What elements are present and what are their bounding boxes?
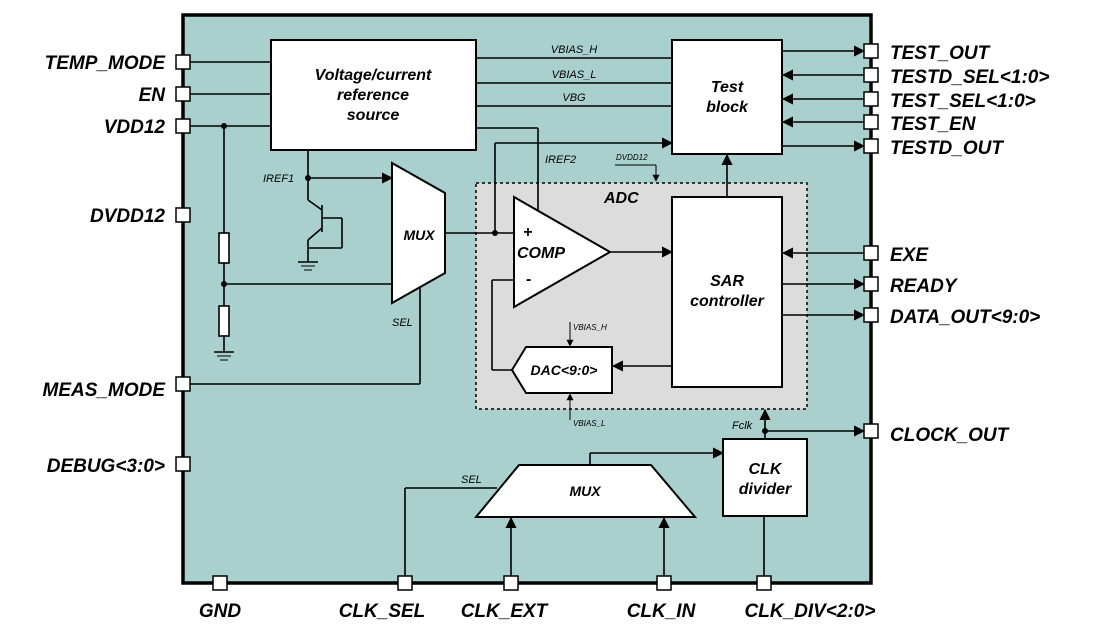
pin-gnd-label: GND	[199, 601, 242, 622]
pin-exe[interactable]: EXE	[863, 245, 929, 266]
dac-label: DAC<9:0>	[531, 362, 598, 378]
pin-dvdd12[interactable]: DVDD12	[90, 206, 191, 227]
pin-temp-mode[interactable]: TEMP_MODE	[45, 53, 191, 74]
signal-dvdd12: DVDD12	[616, 153, 648, 162]
pin-debug[interactable]: DEBUG<3:0>	[47, 456, 191, 477]
pin-clk-div[interactable]: CLK_DIV<2:0>	[745, 575, 876, 622]
pin-clk-ext-label: CLK_EXT	[461, 601, 549, 622]
pin-test-sel-label: TEST_SEL<1:0>	[890, 91, 1036, 112]
test-block-line-1: Test	[711, 79, 744, 96]
pin-clk-div-label: CLK_DIV<2:0>	[745, 601, 876, 622]
signal-vbias-l-small: VBIAS_L	[573, 419, 605, 428]
sar-line-1: SAR	[710, 273, 744, 290]
pin-clk-sel[interactable]: CLK_SEL	[339, 575, 426, 622]
pin-exe-label: EXE	[890, 245, 929, 266]
signal-vbias-h-small: VBIAS_H	[573, 323, 607, 332]
pin-test-en[interactable]: TEST_EN	[863, 114, 977, 135]
comp-plus: +	[523, 224, 532, 241]
pin-clock-out-label: CLOCK_OUT	[890, 425, 1010, 446]
pin-testd-sel[interactable]: TESTD_SEL<1:0>	[863, 67, 1049, 88]
pin-debug-label: DEBUG<3:0>	[47, 456, 165, 477]
pin-data-out-label: DATA_OUT<9:0>	[890, 307, 1040, 328]
pin-meas-mode-label: MEAS_MODE	[43, 380, 167, 401]
pin-vdd12[interactable]: VDD12	[104, 117, 191, 138]
vref-block: Voltage/current reference source	[270, 39, 477, 151]
comp-minus: -	[526, 271, 531, 288]
pin-test-sel[interactable]: TEST_SEL<1:0>	[863, 91, 1036, 112]
pin-clk-in-label: CLK_IN	[627, 601, 697, 622]
vref-line-3: source	[347, 107, 400, 124]
signal-iref1: IREF1	[263, 173, 294, 185]
mux-clk: MUX	[473, 464, 698, 518]
adc-label: ADC	[603, 190, 639, 207]
sar-controller-block: SAR controller	[671, 196, 783, 388]
comparator: + - COMP	[513, 195, 613, 309]
pin-ready[interactable]: READY	[863, 276, 959, 297]
pin-meas-mode[interactable]: MEAS_MODE	[43, 376, 191, 401]
clk-divider-line-1: CLK	[749, 461, 783, 478]
pin-dvdd12-label: DVDD12	[90, 206, 165, 227]
pin-test-out[interactable]: TEST_OUT	[863, 43, 991, 64]
pin-ready-label: READY	[890, 276, 959, 297]
pin-temp-mode-label: TEMP_MODE	[45, 53, 167, 74]
signal-iref2: IREF2	[545, 154, 576, 166]
clk-divider-block: CLK divider	[722, 438, 808, 517]
signal-vbg: VBG	[562, 92, 586, 104]
pin-testd-sel-label: TESTD_SEL<1:0>	[890, 67, 1049, 88]
pin-data-out[interactable]: DATA_OUT<9:0>	[863, 307, 1040, 328]
pin-clk-in[interactable]: CLK_IN	[627, 575, 697, 622]
signal-vbias-h: VBIAS_H	[551, 44, 598, 56]
pin-clock-out[interactable]: CLOCK_OUT	[863, 423, 1010, 446]
pin-test-out-label: TEST_OUT	[890, 43, 991, 64]
pin-vdd12-label: VDD12	[104, 117, 166, 138]
mux-main: MUX	[391, 161, 446, 305]
vref-line-2: reference	[337, 87, 409, 104]
signal-sel-clk: SEL	[461, 474, 482, 486]
dac-block: DAC<9:0>	[510, 346, 613, 394]
pin-en-label: EN	[139, 85, 167, 106]
test-block-line-2: block	[706, 99, 749, 116]
pin-clk-sel-label: CLK_SEL	[339, 601, 426, 622]
comp-label: COMP	[517, 245, 565, 262]
test-block: Test block	[671, 39, 783, 155]
pin-gnd[interactable]: GND	[199, 575, 242, 622]
pin-test-en-label: TEST_EN	[890, 114, 977, 135]
sar-line-2: controller	[690, 293, 765, 310]
signal-sel-mux: SEL	[392, 317, 413, 329]
wires	[190, 45, 866, 576]
mux-main-label: MUX	[403, 227, 436, 243]
vref-line-1: Voltage/current	[315, 67, 432, 84]
mux-clk-label: MUX	[569, 483, 602, 499]
signal-vbias-l: VBIAS_L	[552, 69, 597, 81]
pin-testd-out-label: TESTD_OUT	[890, 138, 1004, 159]
pin-testd-out[interactable]: TESTD_OUT	[863, 138, 1004, 159]
clk-divider-line-2: divider	[739, 481, 792, 498]
signal-fclk: Fclk	[732, 420, 753, 432]
